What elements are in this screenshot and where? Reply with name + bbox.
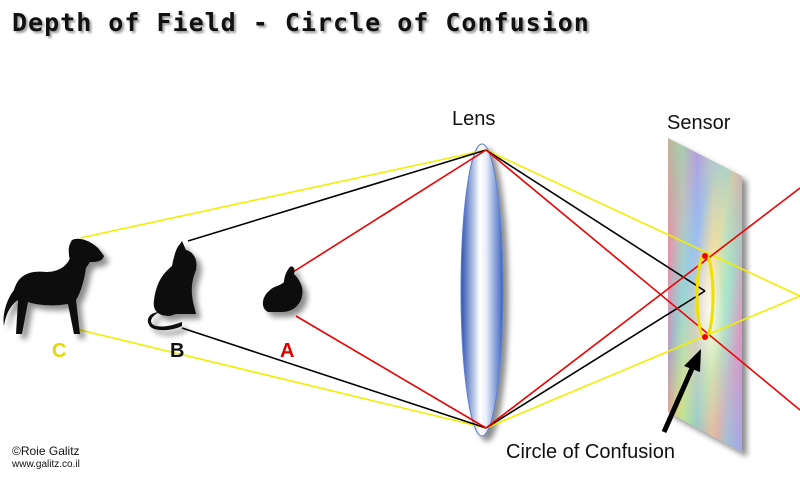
rays-object-a [292, 149, 800, 429]
coc-arrow-icon [661, 349, 701, 434]
credit-url: www.galitz.co.il [12, 459, 80, 470]
object-label-c: C [52, 340, 67, 362]
lens [460, 143, 504, 437]
diagram-title: Depth of Field - Circle of Confusion [12, 8, 590, 37]
dog-silhouette-icon [3, 238, 104, 334]
sensor [668, 138, 742, 452]
object-label-a: A [280, 340, 295, 362]
coc-point-bottom [702, 334, 708, 340]
circle-of-confusion-label: Circle of Confusion [506, 441, 675, 463]
coc-point-top [702, 253, 708, 259]
credit-block: ©Roie Galitz www.galitz.co.il [12, 445, 80, 471]
object-label-b: B [170, 340, 185, 362]
copyright-text: ©Roie Galitz [12, 444, 80, 458]
lens-label: Lens [452, 108, 496, 130]
cat-silhouette-icon [147, 241, 197, 331]
sensor-label: Sensor [667, 112, 731, 134]
rabbit-silhouette-icon [262, 266, 303, 312]
rays-object-c [79, 149, 800, 429]
rays-object-b [181, 149, 706, 429]
